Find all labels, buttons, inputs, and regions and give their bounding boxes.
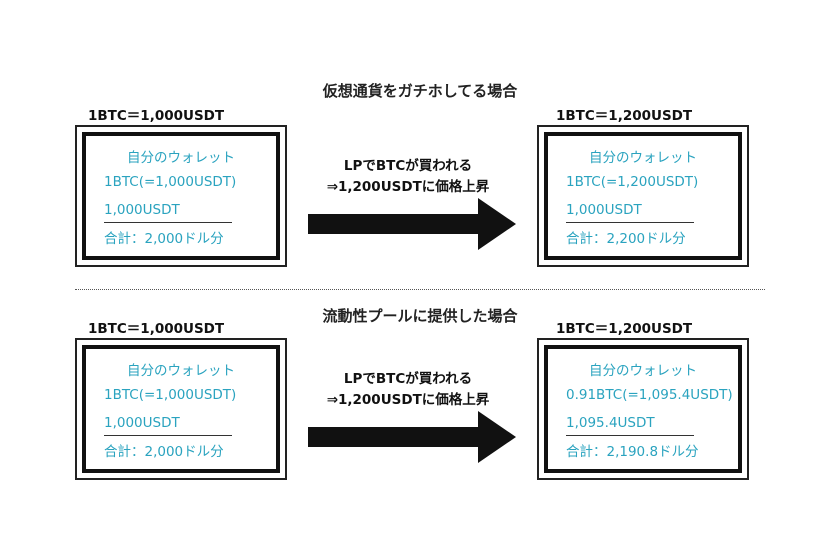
wallet-usdt-line: 1,000USDT [566, 202, 642, 218]
scenario-2-right-price: 1BTC＝1,200USDT [556, 321, 693, 337]
wallet-sum-rule [104, 222, 232, 223]
caption-line-1: LPでBTCが買われる [343, 371, 473, 387]
wallet-total: 合計：2,190.8ドル分 [566, 444, 699, 460]
wallet-total: 合計：2,000ドル分 [104, 231, 224, 247]
wallet-frame: 自分のウォレット 1BTC(=1,000USDT) 1,000USDT 合計：2… [82, 132, 280, 260]
wallet-sum-rule [566, 435, 694, 436]
wallet-btc-line: 1BTC(=1,000USDT) [104, 387, 237, 403]
wallet-frame: 自分のウォレット 0.91BTC(=1,095.4USDT) 1,095.4US… [544, 345, 742, 473]
wallet-btc-line: 1BTC(=1,200USDT) [566, 174, 699, 190]
wallet-total: 合計：2,200ドル分 [566, 231, 686, 247]
wallet-usdt-line: 1,000USDT [104, 202, 180, 218]
wallet-frame: 自分のウォレット 1BTC(=1,000USDT) 1,000USDT 合計：2… [82, 345, 280, 473]
section-divider [75, 289, 765, 290]
scenario-2-right-wallet: 自分のウォレット 0.91BTC(=1,095.4USDT) 1,095.4US… [537, 338, 749, 480]
scenario-1-left-wallet: 自分のウォレット 1BTC(=1,000USDT) 1,000USDT 合計：2… [75, 125, 287, 267]
wallet-usdt-line: 1,000USDT [104, 415, 180, 431]
scenario-2-left-price: 1BTC＝1,000USDT [88, 321, 225, 337]
wallet-frame: 自分のウォレット 1BTC(=1,200USDT) 1,000USDT 合計：2… [544, 132, 742, 260]
wallet-total: 合計：2,000ドル分 [104, 444, 224, 460]
wallet-title: 自分のウォレット [127, 150, 235, 166]
wallet-sum-rule [104, 435, 232, 436]
scenario-2-right-arrow-icon [308, 411, 516, 463]
caption-line-2: ⇒1,200USDTに価格上昇 [326, 179, 490, 195]
scenario-2-caption: LPでBTCが買われる ⇒1,200USDTに価格上昇 [298, 369, 518, 411]
scenario-2-title: 流動性プールに提供した場合 [322, 307, 518, 325]
wallet-btc-line: 1BTC(=1,000USDT) [104, 174, 237, 190]
wallet-usdt-line: 1,095.4USDT [566, 415, 655, 431]
scenario-1-right-wallet: 自分のウォレット 1BTC(=1,200USDT) 1,000USDT 合計：2… [537, 125, 749, 267]
scenario-1-right-price: 1BTC＝1,200USDT [556, 108, 693, 124]
wallet-btc-line: 0.91BTC(=1,095.4USDT) [566, 387, 733, 403]
wallet-title: 自分のウォレット [127, 363, 235, 379]
scenario-1-caption: LPでBTCが買われる ⇒1,200USDTに価格上昇 [298, 156, 518, 198]
wallet-sum-rule [566, 222, 694, 223]
scenario-2-left-wallet: 自分のウォレット 1BTC(=1,000USDT) 1,000USDT 合計：2… [75, 338, 287, 480]
caption-line-2: ⇒1,200USDTに価格上昇 [326, 392, 490, 408]
wallet-title: 自分のウォレット [589, 150, 697, 166]
wallet-title: 自分のウォレット [589, 363, 697, 379]
scenario-1-left-price: 1BTC＝1,000USDT [88, 108, 225, 124]
caption-line-1: LPでBTCが買われる [343, 158, 473, 174]
scenario-1-right-arrow-icon [308, 198, 516, 250]
scenario-1-title: 仮想通貨をガチホしてる場合 [322, 82, 518, 100]
